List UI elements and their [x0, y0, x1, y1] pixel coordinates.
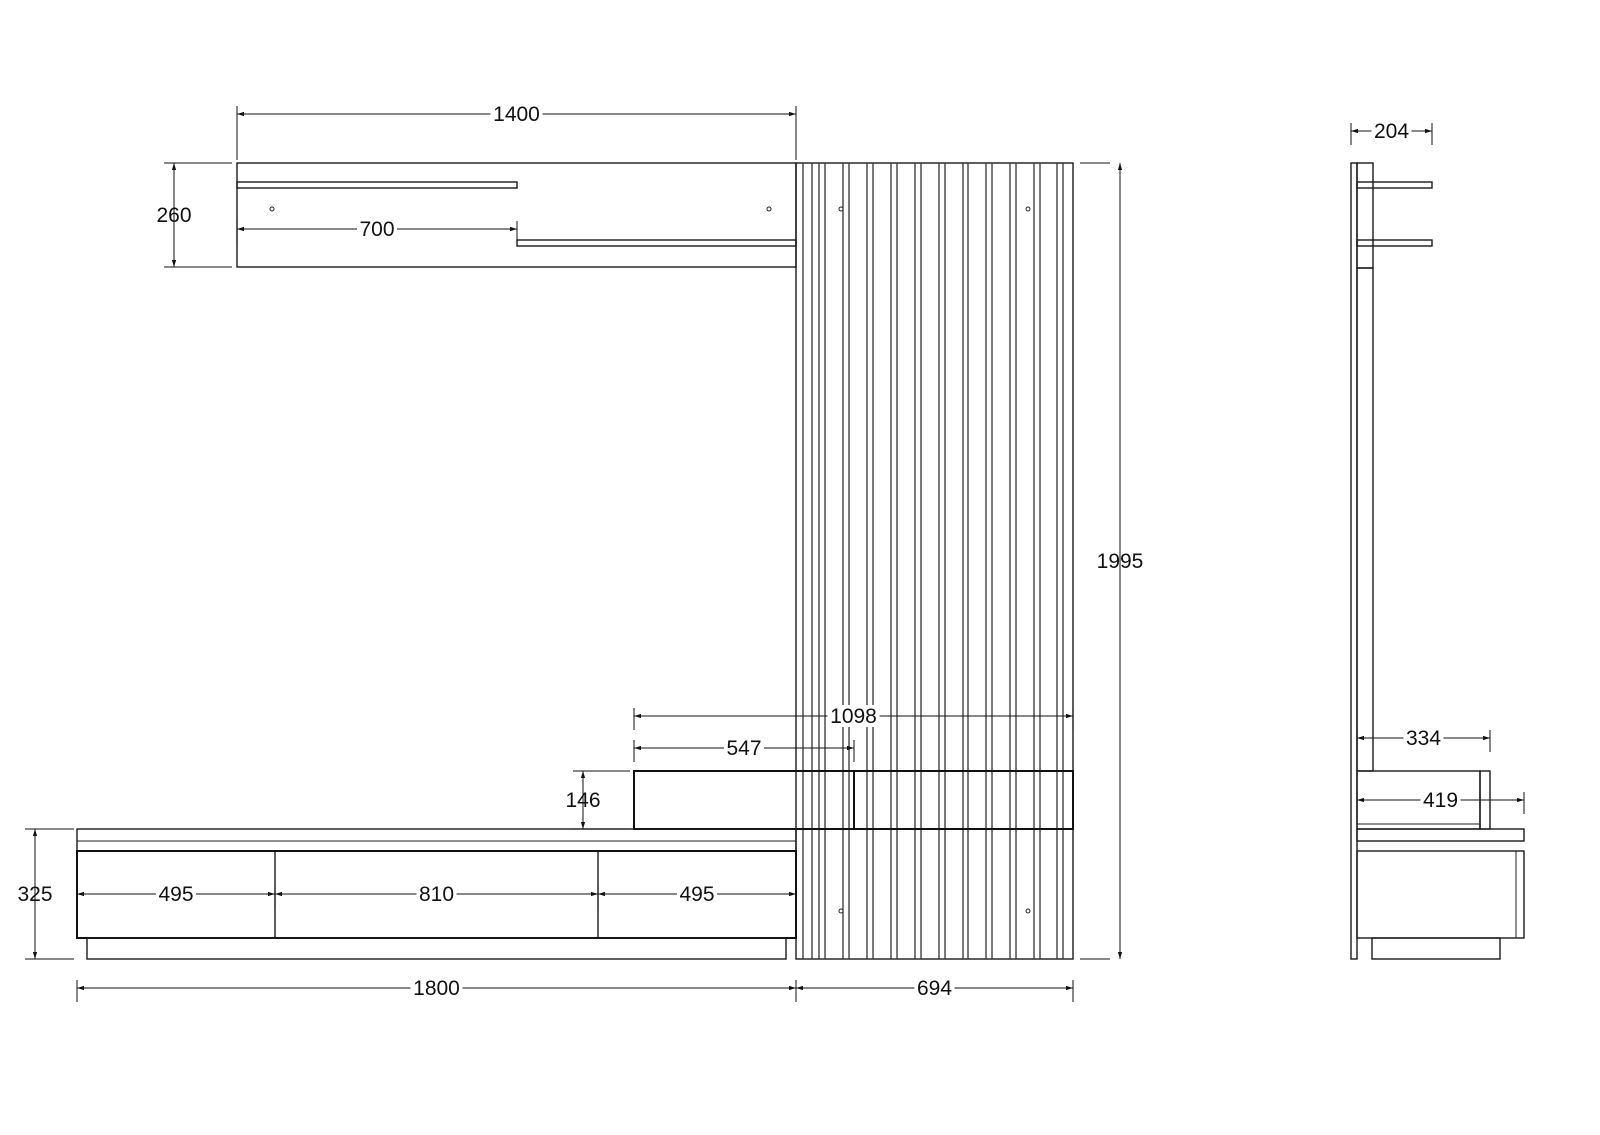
side-tv-top: [1356, 828, 1525, 842]
dimension-panel_height: 1995: [1080, 162, 1144, 960]
slatted-panel: [795, 162, 1074, 960]
dimension-panel_width: 694: [795, 977, 1074, 1002]
side-batten-column: [1356, 162, 1374, 269]
shelf-right: [516, 239, 797, 247]
middle-cabinet: [633, 770, 1074, 830]
dimension-annotations: 1400 700 260 1995 1098 547 146 325 495 810 495 1800…: [17, 103, 1525, 1002]
side-elevation: [1350, 162, 1525, 960]
label-bg: [416, 883, 457, 905]
label-bg: [1420, 789, 1461, 811]
label-bg: [1371, 120, 1412, 142]
mounting-hole-icon: [838, 908, 844, 914]
dimension-label: 700: [359, 218, 394, 241]
dimension-shelf_height: 260: [156, 162, 232, 268]
slatted-panel-outline: [795, 162, 1074, 960]
label-bg: [677, 883, 717, 905]
dimension-label: 694: [917, 977, 952, 1000]
dimension-side_middle_depth: 334: [1356, 727, 1491, 752]
dimension-shelf_half: 700: [236, 218, 518, 243]
dimension-door_left: 495: [76, 883, 276, 908]
dimension-middle_cabinet_width: 1098: [633, 705, 1074, 730]
dimension-tv_cabinet_width: 1800: [76, 977, 797, 1002]
label-bg: [914, 977, 955, 999]
dimension-label: 1400: [493, 103, 540, 126]
dimension-label: 1098: [830, 705, 877, 728]
dimension-shelf_width: 1400: [236, 103, 797, 160]
wall-shelf-back-panel: [236, 162, 797, 268]
front-elevation: [76, 162, 1074, 960]
dimension-tv_cabinet_height: 325: [17, 828, 74, 960]
mounting-hole-icon: [766, 206, 772, 212]
label-bg: [156, 883, 196, 905]
dimension-side_shelf_depth: 204: [1350, 120, 1433, 145]
dimension-label: 146: [565, 789, 600, 812]
shelf-left: [236, 181, 518, 189]
dimension-door_center: 810: [274, 883, 599, 908]
label-bg: [1403, 727, 1444, 749]
mounting-hole-icon: [1025, 206, 1031, 212]
dimension-middle_cabinet_half: 547: [633, 737, 855, 762]
dimension-label: 204: [1374, 120, 1409, 143]
dimension-side_tv_depth: 419: [1356, 789, 1525, 814]
dimension-label: 495: [158, 883, 193, 906]
dimension-label: 495: [679, 883, 714, 906]
side-tv-body: [1356, 850, 1525, 939]
mounting-hole-icon: [1025, 908, 1031, 914]
dimension-label: 1800: [413, 977, 460, 1000]
side-shelf: [1356, 181, 1433, 189]
dimension-label: 1995: [1097, 550, 1144, 573]
label-bg: [827, 705, 880, 727]
label-bg: [357, 218, 397, 240]
dimension-label: 419: [1423, 789, 1458, 812]
mounting-hole-icon: [838, 206, 844, 212]
dimension-door_right: 495: [597, 883, 797, 908]
mounting-hole-icon: [269, 206, 275, 212]
dimension-label: 260: [156, 204, 191, 227]
dimension-label: 810: [419, 883, 454, 906]
label-bg: [410, 977, 463, 999]
side-shelf: [1356, 239, 1433, 247]
side-back-panel: [1350, 162, 1358, 960]
dimension-label: 325: [17, 883, 52, 906]
wall-shelf-unit: [236, 162, 797, 268]
dimension-label: 334: [1406, 727, 1441, 750]
dimension-label: 547: [726, 737, 761, 760]
dimension-middle_cabinet_height: 146: [565, 770, 630, 830]
side-plinth: [1371, 937, 1501, 960]
side-vertical-post: [1356, 267, 1374, 772]
tv-cabinet-plinth: [86, 937, 787, 960]
label-bg: [490, 103, 543, 125]
label-bg: [724, 737, 764, 759]
